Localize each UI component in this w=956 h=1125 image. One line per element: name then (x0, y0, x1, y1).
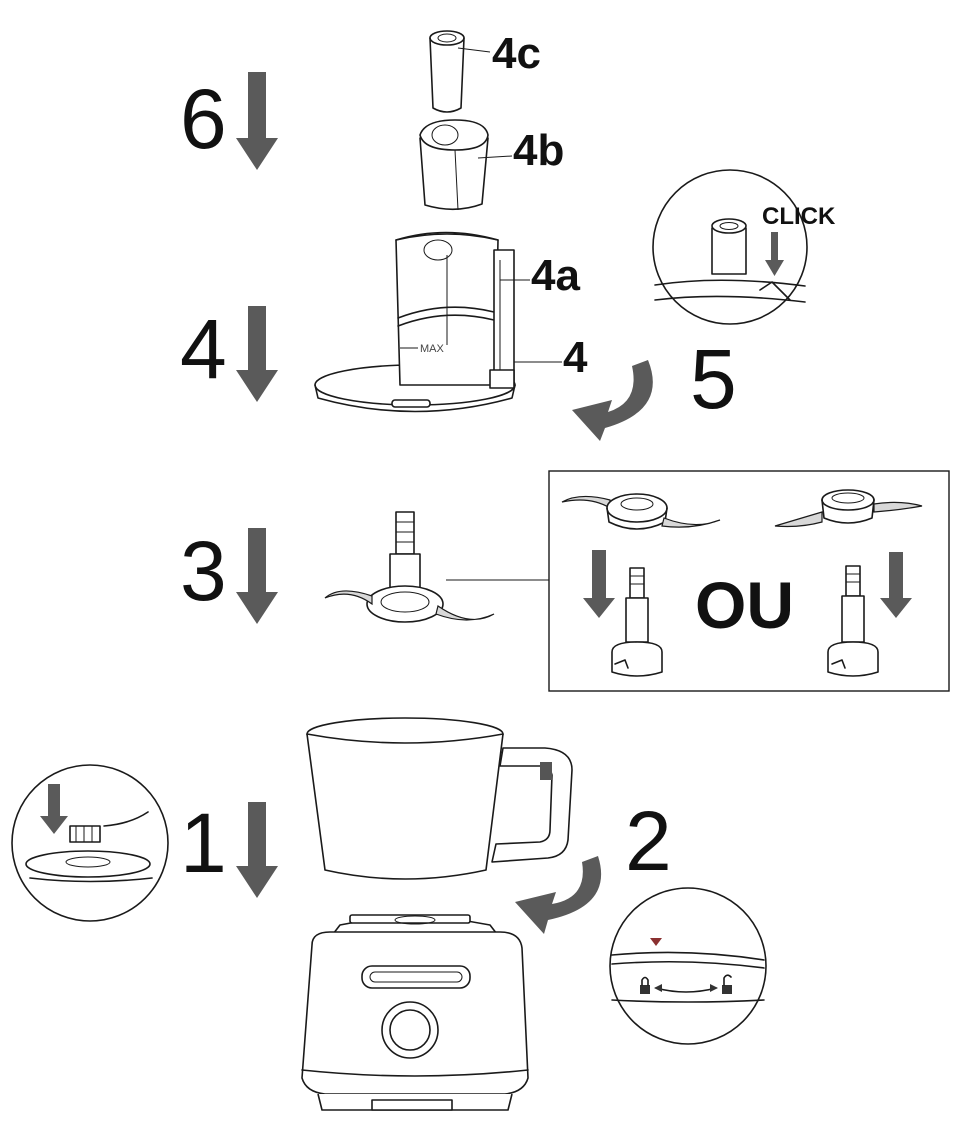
step-3-group: 3 (180, 470, 950, 692)
step-4-down-arrow-icon (236, 306, 278, 402)
lock-unlock-arrow-icon (654, 984, 718, 993)
chopping-blade (324, 511, 555, 623)
click-zoom-circle (652, 169, 808, 325)
step-2-number: 2 (625, 794, 672, 888)
motor-base (301, 914, 529, 1111)
click-label: CLICK (762, 203, 836, 230)
lid-4: MAX (314, 231, 562, 413)
blade-alternatives-box: OU (548, 470, 950, 692)
step-3-down-arrow-icon (236, 528, 278, 624)
step-3-number: 3 (180, 524, 227, 618)
left-spindle (611, 567, 663, 677)
zoom-down-arrow-icon (40, 784, 68, 834)
label-4b: 4b (513, 126, 564, 175)
or-label: OU (695, 568, 794, 642)
large-pusher-4b (419, 119, 513, 211)
right-down-arrow-icon (880, 552, 912, 618)
blade-variant-right (774, 489, 923, 528)
left-down-arrow-icon (583, 550, 615, 618)
step-5-number: 5 (690, 332, 737, 426)
step-2-rotate-arrow-icon (515, 856, 602, 934)
label-4: 4 (563, 333, 588, 382)
step-6-down-arrow-icon (236, 72, 278, 170)
step-5-rotate-arrow-icon (572, 360, 653, 441)
step-4-number: 4 (180, 302, 227, 396)
step-4-group: 4 MAX 4a 4 (180, 169, 836, 441)
small-pusher-4c (429, 30, 491, 113)
work-bowl (306, 717, 573, 880)
lock-icon (640, 976, 650, 994)
click-down-arrow-icon (765, 232, 784, 276)
step-6-number: 6 (180, 72, 227, 166)
step-1-down-arrow-icon (236, 802, 278, 898)
step-1-number: 1 (180, 796, 227, 890)
label-4a: 4a (531, 251, 580, 300)
base-zoom-circle (11, 764, 169, 922)
lock-zoom-circle (609, 887, 767, 1045)
blade-variant-left (561, 493, 721, 530)
label-4c: 4c (492, 29, 541, 78)
step-1-group: 1 2 (11, 717, 767, 1111)
right-spindle (827, 565, 879, 677)
unlock-icon (722, 974, 732, 994)
speed-knob (381, 1001, 439, 1059)
step-6-group: 6 4c 4b (180, 29, 564, 211)
max-marking: MAX (420, 343, 445, 355)
